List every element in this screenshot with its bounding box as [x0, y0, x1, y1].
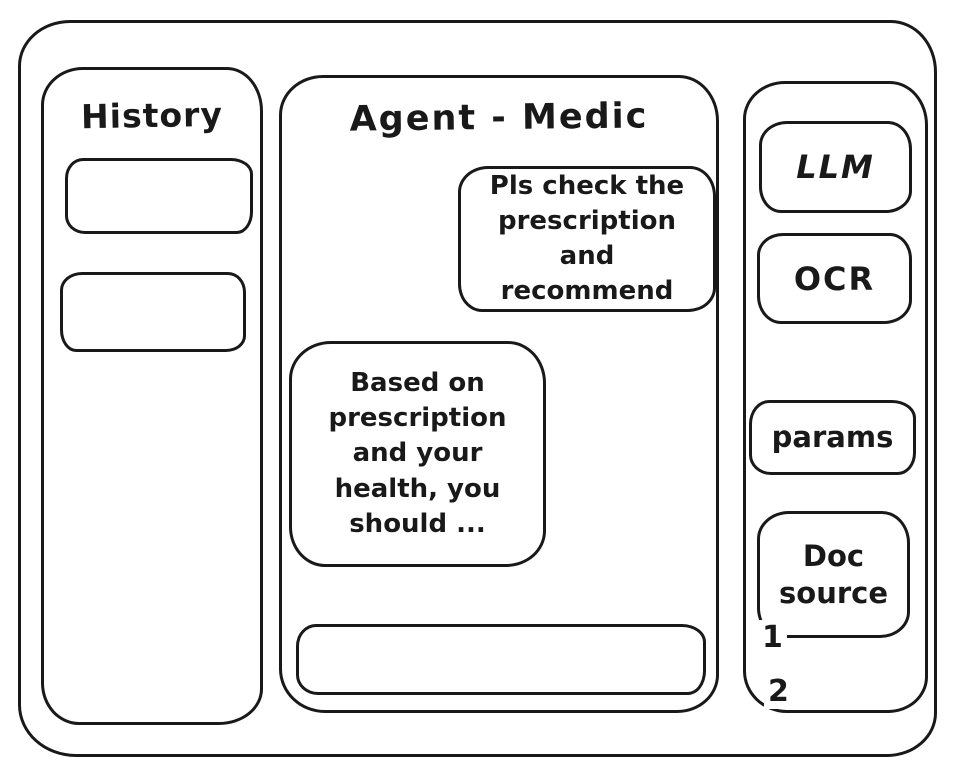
tools-panel: LLM OCR params Doc source 1 2: [743, 81, 928, 713]
doc-source-button[interactable]: Doc source: [757, 511, 910, 638]
ocr-button[interactable]: OCR: [757, 233, 912, 324]
message-input[interactable]: [296, 624, 706, 695]
llm-button[interactable]: LLM: [759, 121, 912, 213]
user-message-bubble: Pls check the prescription and recommend: [458, 166, 716, 312]
history-item[interactable]: [65, 158, 253, 234]
assistant-message-bubble: Based on prescription and your health, y…: [289, 341, 546, 567]
history-item[interactable]: [60, 272, 246, 352]
doc-source-item[interactable]: 2: [764, 674, 793, 709]
history-panel: History: [41, 67, 263, 725]
doc-source-item[interactable]: 1: [758, 620, 787, 655]
chat-title: Agent - Medic: [349, 96, 649, 140]
outer-frame: History Agent - Medic Pls check the pres…: [18, 20, 937, 757]
chat-panel: Agent - Medic Pls check the prescription…: [279, 75, 719, 713]
params-button[interactable]: params: [749, 400, 916, 475]
history-title: History: [80, 94, 224, 137]
